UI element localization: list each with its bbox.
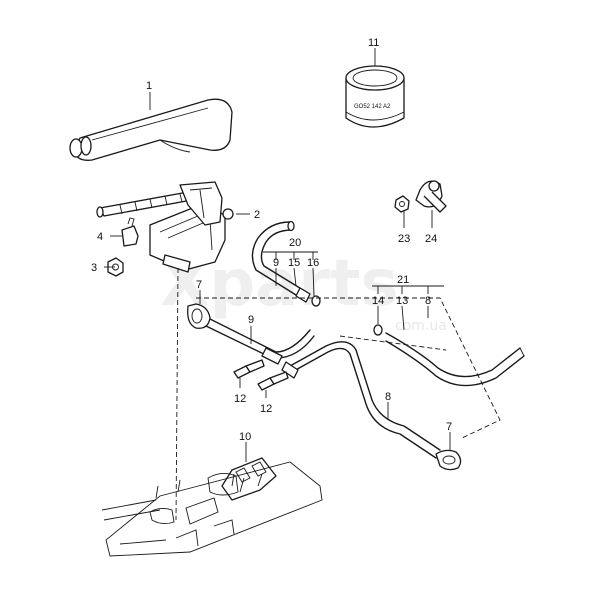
leader-lines	[104, 48, 451, 462]
callout-21[interactable]: 21	[397, 274, 409, 286]
part-12-bolt-b[interactable]	[257, 371, 289, 391]
callout-11[interactable]: 11	[368, 37, 379, 49]
part-2-lever-bracket[interactable]	[96, 181, 234, 273]
callout-12-right[interactable]: 12	[260, 403, 272, 415]
part-11-sleeve[interactable]: GO52 142 A2	[345, 65, 405, 128]
part-24-hose-clip[interactable]	[415, 180, 447, 213]
part-20-hose[interactable]	[251, 220, 321, 307]
callout-8-lower[interactable]: 8	[385, 391, 391, 403]
callout-15[interactable]: 15	[288, 257, 300, 269]
dashed-mount-line	[175, 267, 179, 521]
part-stamp: GO52 142 A2	[354, 104, 391, 110]
callout-3[interactable]: 3	[91, 262, 97, 274]
callout-1[interactable]: 1	[146, 80, 152, 92]
callout-8-upper[interactable]: 8	[425, 295, 431, 307]
callout-14[interactable]: 14	[372, 295, 384, 307]
part-7-eyelet-right[interactable]	[435, 449, 462, 471]
callout-13[interactable]: 13	[396, 295, 408, 307]
part-3-nut[interactable]	[107, 257, 124, 277]
part-7-eyelet-left[interactable]	[187, 303, 211, 329]
callout-2[interactable]: 2	[254, 209, 260, 221]
part-9-cable[interactable]	[205, 317, 315, 365]
part-21-hose[interactable]	[373, 324, 525, 387]
callout-7-lower[interactable]: 7	[446, 421, 452, 433]
callout-10[interactable]: 10	[239, 431, 251, 443]
callout-9-upper[interactable]: 9	[273, 257, 279, 269]
watermark-subtext: com.ua	[395, 318, 447, 334]
callout-24[interactable]: 24	[425, 233, 437, 245]
callout-16[interactable]: 16	[307, 257, 319, 269]
callout-23[interactable]: 23	[398, 233, 410, 245]
callout-labels: 1 2 3 4 11 23 24 20 9 15 16 21 14 13 8 7…	[91, 37, 452, 443]
part-23-clip-nut[interactable]	[394, 195, 410, 213]
dashed-routing-line-right	[339, 335, 447, 351]
callout-20[interactable]: 20	[289, 237, 301, 249]
dashed-routing-line-left	[196, 297, 501, 439]
callout-9-lower[interactable]: 9	[248, 314, 254, 326]
vehicle-floor-pan	[101, 461, 323, 557]
part-1-lever-grip[interactable]	[69, 98, 233, 161]
part-4-switch[interactable]	[121, 217, 139, 247]
callout-7-upper[interactable]: 7	[196, 279, 202, 291]
part-10-floor-bracket[interactable]	[221, 457, 277, 501]
part-8-cable[interactable]	[281, 341, 441, 459]
callout-12-left[interactable]: 12	[234, 393, 246, 405]
callout-4[interactable]: 4	[97, 231, 103, 243]
part-12-bolt-a[interactable]	[233, 359, 265, 379]
